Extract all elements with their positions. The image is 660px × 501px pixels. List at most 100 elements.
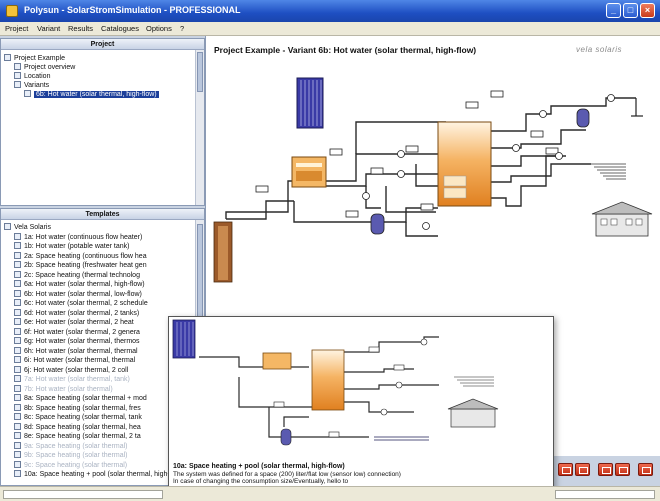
project-scrollbar[interactable] bbox=[195, 50, 204, 205]
template-item[interactable]: 6e: Hot water (solar thermal, 2 heat bbox=[14, 318, 134, 327]
template-icon bbox=[14, 299, 21, 306]
template-icon bbox=[14, 346, 21, 354]
tree-item-variant-selected[interactable]: 6b: Hot water (solar thermal, high-flow) bbox=[24, 90, 159, 99]
house-icon bbox=[591, 201, 653, 237]
templates-panel-title: Templates bbox=[1, 209, 204, 220]
storage-tank[interactable] bbox=[437, 121, 492, 207]
template-item[interactable]: 6g: Hot water (solar thermal, thermos bbox=[14, 337, 140, 346]
preview-caption-line-2: In case of changing the consumption size… bbox=[173, 478, 349, 485]
close-button[interactable]: × bbox=[640, 3, 655, 18]
toolbar-results-button[interactable] bbox=[638, 463, 653, 476]
minimize-button[interactable]: _ bbox=[606, 3, 621, 18]
template-item[interactable]: 8c: Space heating (solar thermal, tank bbox=[14, 413, 142, 422]
folder-icon bbox=[14, 81, 21, 88]
expansion-vessel-dhw[interactable] bbox=[576, 108, 590, 128]
template-item[interactable]: 7a: Hot water (solar thermal, tank) bbox=[14, 375, 130, 384]
folder-icon bbox=[4, 223, 11, 230]
maximize-button[interactable]: □ bbox=[623, 3, 638, 18]
globe-icon bbox=[14, 72, 21, 79]
template-item[interactable]: 1a: Hot water (continuous flow heater) bbox=[14, 232, 142, 242]
system-schematic bbox=[213, 77, 653, 283]
menu-results[interactable]: Results bbox=[68, 24, 94, 33]
template-preview-popup: 10a: Space heating + pool (solar thermal… bbox=[168, 316, 554, 501]
preview-caption-line-1: The system was defined for a space (200)… bbox=[173, 470, 401, 478]
template-icon bbox=[14, 394, 21, 401]
expansion-vessel[interactable] bbox=[370, 213, 385, 235]
toolbar-open-button[interactable] bbox=[575, 463, 590, 476]
menu-help[interactable]: ? bbox=[180, 24, 185, 33]
variant-icon bbox=[24, 90, 31, 97]
template-item[interactable]: 1b: Hot water (potable water tank) bbox=[14, 242, 129, 251]
window-title: Polysun - SolarStromSimulation - PROFESS… bbox=[24, 5, 241, 15]
valves-and-sensors bbox=[255, 90, 615, 230]
status-field-right bbox=[555, 490, 655, 499]
template-icon bbox=[14, 460, 21, 468]
template-item[interactable]: 8b: Space heating (solar thermal, fres bbox=[14, 403, 141, 413]
tree-item-variants[interactable]: Variants bbox=[14, 81, 49, 90]
canvas-title: Project Example - Variant 6b: Hot water … bbox=[214, 45, 477, 55]
template-item[interactable]: 8d: Space heating (solar thermal, hea bbox=[14, 422, 141, 432]
template-icon bbox=[14, 365, 21, 373]
menu-bar: Project Variant Results Catalogues Optio… bbox=[0, 22, 660, 36]
pipe-network bbox=[225, 97, 636, 237]
template-icon bbox=[14, 422, 21, 430]
template-icon bbox=[14, 289, 21, 297]
project-panel-title: Project bbox=[1, 39, 204, 50]
template-item[interactable]: 7b: Hot water (solar thermal) bbox=[14, 384, 113, 394]
template-item[interactable]: 9c: Space heating (solar thermal) bbox=[14, 460, 127, 470]
boiler-unit[interactable] bbox=[291, 156, 327, 188]
template-icon bbox=[14, 413, 21, 420]
template-icon bbox=[14, 232, 21, 240]
template-icon bbox=[14, 337, 21, 344]
template-item[interactable]: 2c: Space heating (thermal technolog bbox=[14, 270, 140, 280]
scroll-thumb[interactable] bbox=[197, 52, 203, 92]
template-item[interactable]: 9a: Space heating (solar thermal) bbox=[14, 441, 128, 451]
template-icon bbox=[14, 261, 21, 268]
template-item[interactable]: 6j: Hot water (solar thermal, 2 coll bbox=[14, 365, 128, 375]
menu-options[interactable]: Options bbox=[146, 24, 172, 33]
template-item[interactable]: 2a: Space heating (continuous flow hea bbox=[14, 251, 147, 261]
solar-collector[interactable] bbox=[296, 77, 324, 129]
template-icon bbox=[14, 318, 21, 325]
toolbar-save-button[interactable] bbox=[598, 463, 613, 476]
template-item[interactable]: 10a: Space heating + pool (solar thermal… bbox=[14, 470, 185, 479]
template-item[interactable]: 6h: Hot water (solar thermal, thermal bbox=[14, 346, 138, 356]
window-titlebar: Polysun - SolarStromSimulation - PROFESS… bbox=[0, 0, 660, 22]
toolbar-simulate-button[interactable] bbox=[615, 463, 630, 476]
tree-item-overview[interactable]: Project overview bbox=[14, 63, 75, 72]
template-item[interactable]: 8e: Space heating (solar thermal, 2 ta bbox=[14, 432, 141, 441]
floor-heating-coils bbox=[591, 163, 626, 180]
tap-icon bbox=[631, 98, 643, 117]
toolbar-new-button[interactable] bbox=[558, 463, 573, 476]
template-item[interactable]: 8a: Space heating (solar thermal + mod bbox=[14, 394, 147, 403]
menu-project[interactable]: Project bbox=[5, 24, 29, 33]
template-icon bbox=[14, 470, 21, 477]
template-item[interactable]: 6i: Hot water (solar thermal, thermal bbox=[14, 356, 135, 365]
template-icon bbox=[14, 375, 21, 382]
template-item[interactable]: 6f: Hot water (solar thermal, 2 genera bbox=[14, 327, 140, 337]
template-item[interactable]: 6c: Hot water (solar thermal, 2 schedule bbox=[14, 299, 148, 308]
template-item[interactable]: 6d: Hot water (solar thermal, 2 tanks) bbox=[14, 308, 139, 318]
preview-schematic bbox=[172, 319, 499, 446]
template-icon bbox=[14, 251, 21, 259]
ground-well bbox=[213, 221, 233, 283]
tree-item-project[interactable]: Project Example bbox=[4, 54, 65, 63]
template-item[interactable]: 2b: Space heating (freshwater heat gen bbox=[14, 261, 147, 270]
template-icon bbox=[14, 403, 21, 411]
template-item[interactable]: 6a: Hot water (solar thermal, high-flow) bbox=[14, 280, 145, 289]
template-item[interactable]: Vela Solaris bbox=[4, 223, 51, 232]
menu-catalogues[interactable]: Catalogues bbox=[101, 24, 139, 33]
template-item[interactable]: 9b: Space heating (solar thermal) bbox=[14, 451, 128, 460]
template-icon bbox=[14, 270, 21, 278]
template-icon bbox=[14, 242, 21, 249]
template-icon bbox=[14, 384, 21, 392]
template-icon bbox=[14, 432, 21, 439]
menu-variant[interactable]: Variant bbox=[37, 24, 61, 33]
template-icon bbox=[14, 280, 21, 287]
template-icon bbox=[14, 327, 21, 335]
tree-item-location[interactable]: Location bbox=[14, 72, 50, 81]
document-icon bbox=[14, 63, 21, 70]
template-icon bbox=[14, 308, 21, 316]
template-item[interactable]: 6b: Hot water (solar thermal, low-flow) bbox=[14, 289, 142, 299]
folder-icon bbox=[4, 54, 11, 61]
